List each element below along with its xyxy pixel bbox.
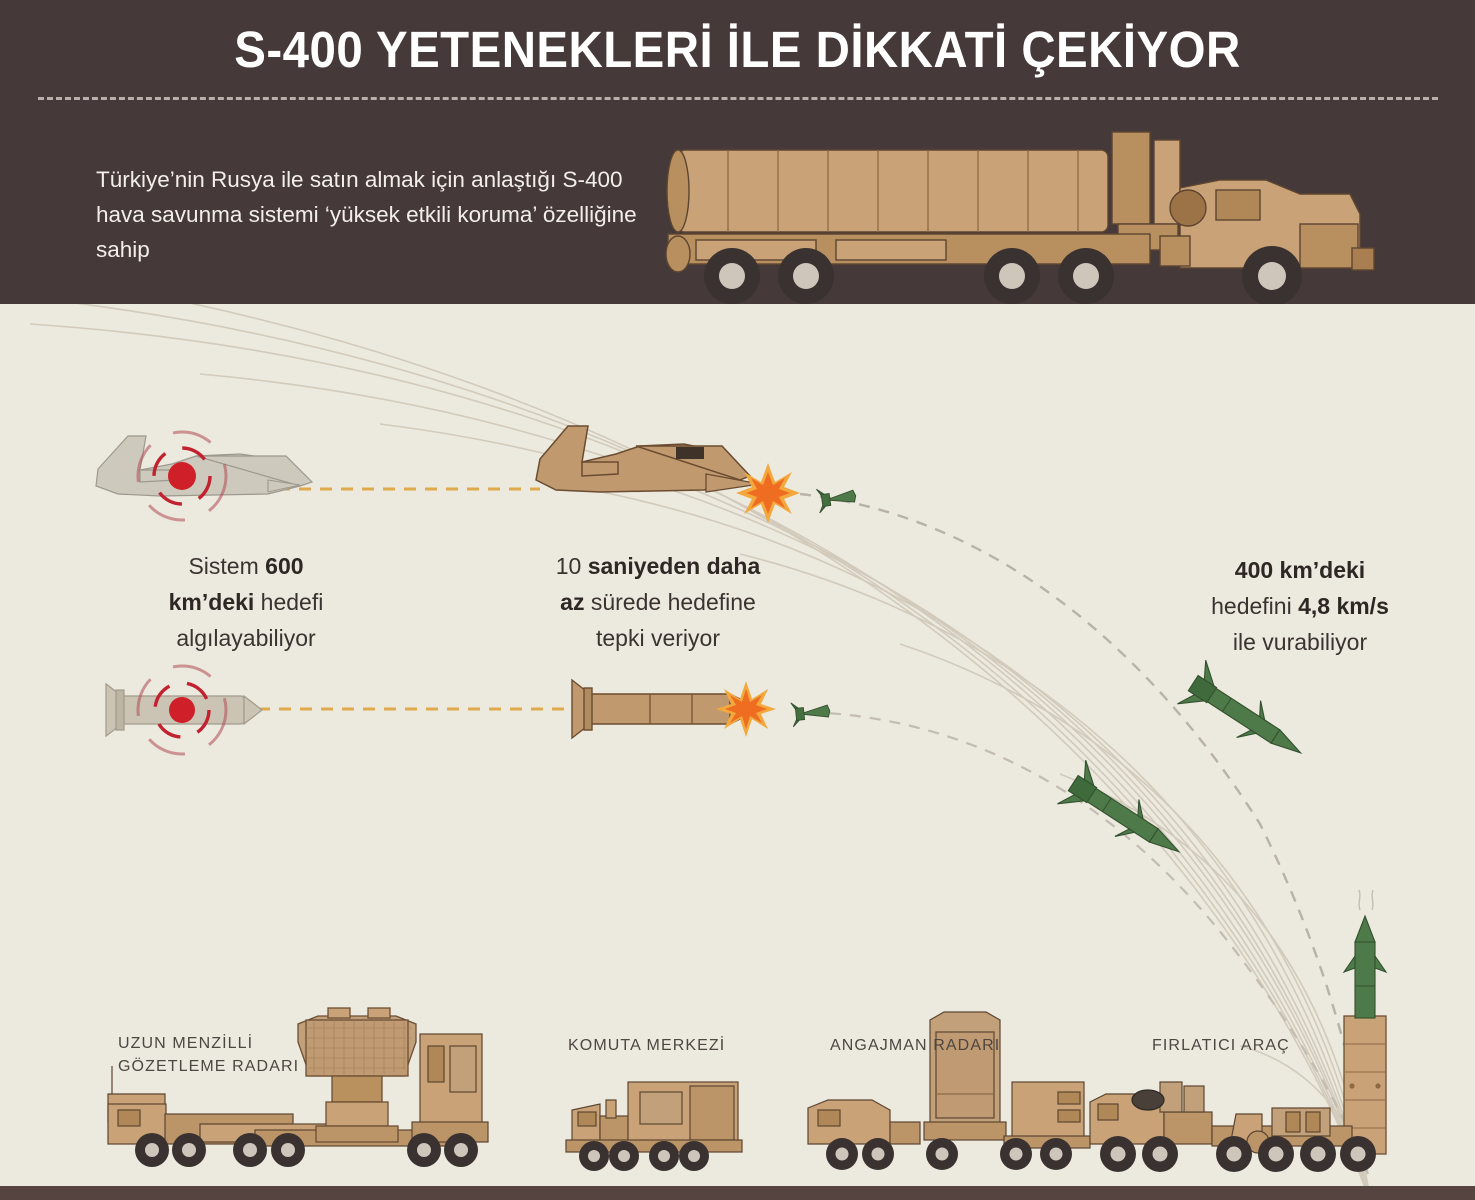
radar-lock-dot bbox=[168, 462, 196, 490]
equipment-engagement-radar-icon bbox=[807, 1011, 1091, 1170]
callout-reaction-time: 10 saniyeden daha az sürede hedefine tep… bbox=[508, 548, 808, 656]
page-title: S-400 YETENEKLERİ İLE DİKKATİ ÇEKİYOR bbox=[234, 21, 1241, 78]
interceptor-missile-small-lower bbox=[790, 702, 831, 728]
equipment-label-surveillance-radar: UZUN MENZİLLİ GÖZETLEME RADARI bbox=[118, 1032, 299, 1078]
equipment-command-center-icon bbox=[565, 1081, 743, 1171]
header-banner: S-400 YETENEKLERİ İLE DİKKATİ ÇEKİYOR Tü… bbox=[0, 0, 1475, 304]
callout-2-line2-plain: sürede hedefine bbox=[584, 589, 756, 615]
callout-3-line1-bold: 400 km’deki bbox=[1234, 557, 1366, 583]
target-missile-detected bbox=[105, 664, 263, 756]
callout-detection-range: Sistem 600 km’deki hedefi algılayabiliyo… bbox=[96, 548, 396, 656]
main-scene bbox=[0, 304, 1475, 1200]
callout-2-line3: tepki veriyor bbox=[596, 625, 720, 651]
equipment-label-line1: UZUN MENZİLLİ bbox=[118, 1035, 254, 1052]
interceptor-path-lower bbox=[809, 710, 1370, 1175]
scene-graphics bbox=[95, 425, 1388, 1175]
header-launcher-truck-icon bbox=[665, 131, 1375, 304]
callout-2-line1-plain: 10 bbox=[555, 553, 588, 579]
target-aircraft-detected bbox=[95, 430, 314, 522]
callout-3-line2-bold: 4,8 km/s bbox=[1298, 593, 1389, 619]
interceptor-missile-small-upper bbox=[816, 488, 857, 514]
callout-1-line2-bold: km’deki bbox=[168, 589, 255, 615]
explosion-burst-upper bbox=[736, 463, 800, 523]
equipment-label-command-center: KOMUTA MERKEZİ bbox=[568, 1037, 726, 1054]
interceptor-missile-large-upper bbox=[1177, 660, 1303, 754]
equipment-label-engagement-radar: ANGAJMAN RADARI bbox=[830, 1037, 1001, 1054]
callout-3-line3: ile vurabiliyor bbox=[1232, 629, 1368, 655]
callout-1-line1-bold: 600 bbox=[265, 553, 304, 579]
equipment-label-line2: GÖZETLEME RADARI bbox=[118, 1058, 300, 1075]
equipment-launcher-vehicle-icon bbox=[1089, 889, 1388, 1172]
callout-3-line2-plain: hedefini bbox=[1211, 593, 1299, 619]
target-aircraft-intercepted bbox=[535, 425, 761, 493]
header-divider bbox=[38, 97, 1438, 100]
interceptor-missile-large-lower bbox=[1057, 760, 1181, 853]
radar-lock-dot bbox=[169, 697, 195, 723]
callout-1-line1-plain: Sistem bbox=[188, 553, 266, 579]
ground-strip bbox=[0, 1186, 1475, 1200]
equipment-long-range-radar-icon bbox=[107, 1007, 489, 1167]
callout-2-line2-bold: az bbox=[560, 589, 585, 615]
explosion-burst-lower bbox=[716, 681, 776, 737]
equipment-label-launcher-vehicle: FIRLATICI ARAÇ bbox=[1152, 1037, 1290, 1054]
callout-engagement-range: 400 km’deki hedefini 4,8 km/s ile vurabi… bbox=[1170, 552, 1430, 660]
header-subtitle: Türkiye’nin Rusya ile satın almak için a… bbox=[96, 167, 637, 262]
callout-1-line2-plain: hedefi bbox=[254, 589, 324, 615]
callout-2-line1-bold: saniyeden daha bbox=[587, 553, 761, 579]
callout-1-line3: algılayabiliyor bbox=[176, 625, 316, 651]
